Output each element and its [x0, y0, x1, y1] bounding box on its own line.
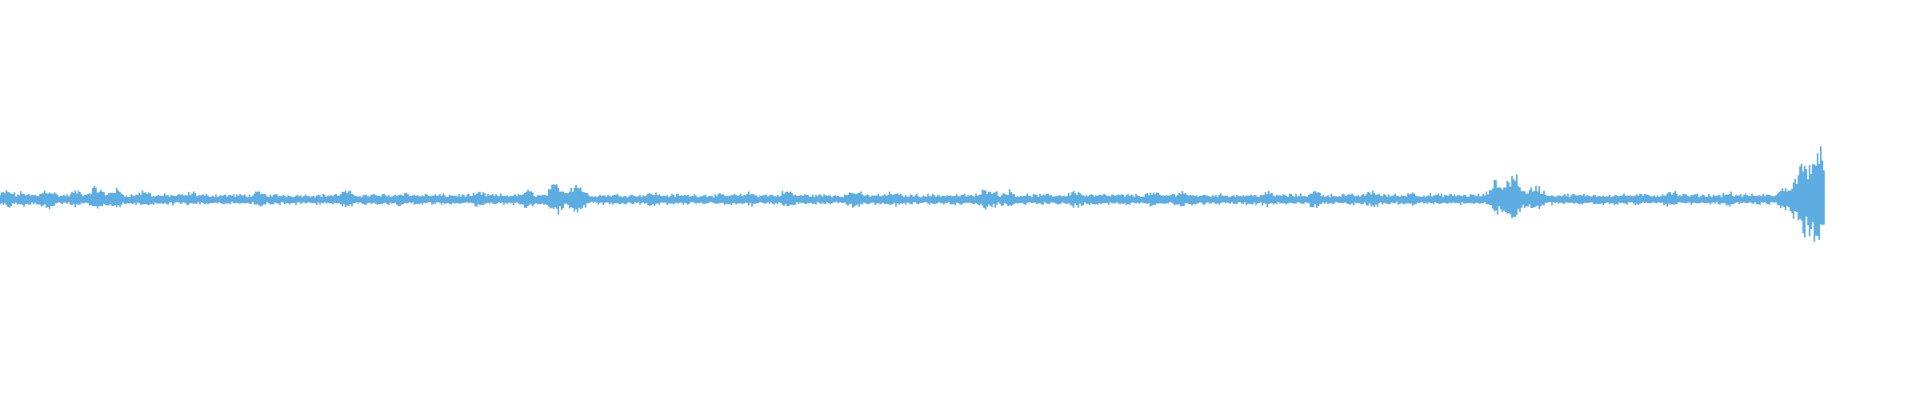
waveform-bars	[0, 146, 1825, 242]
waveform-path	[0, 146, 1825, 242]
